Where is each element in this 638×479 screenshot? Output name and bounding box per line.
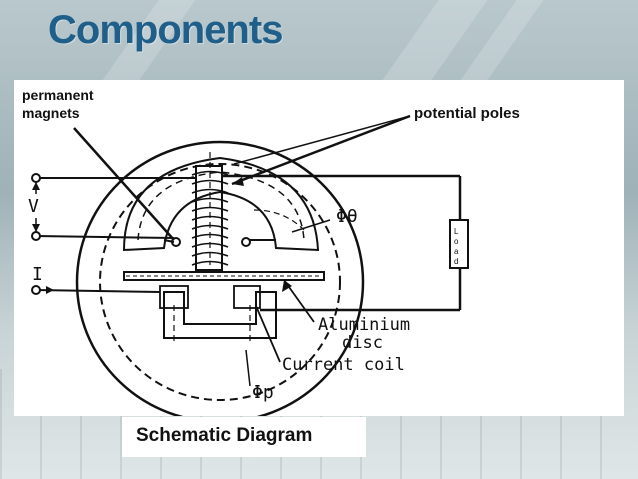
label-disc: disc bbox=[342, 333, 383, 353]
label-aluminium: Aluminium bbox=[318, 315, 410, 335]
label-current: I bbox=[32, 264, 43, 285]
pointer-potential-poles bbox=[231, 114, 411, 186]
outer-frame-circle bbox=[75, 140, 365, 416]
caption-background bbox=[122, 417, 366, 457]
left-magnet-pole bbox=[171, 237, 181, 247]
load-letter-o: o bbox=[454, 237, 459, 246]
load-letter-d: d bbox=[454, 257, 458, 266]
lower-core bbox=[163, 291, 277, 339]
load-letter-a: a bbox=[454, 247, 459, 256]
load-resistor bbox=[449, 219, 469, 269]
label-phi-theta: Φθ bbox=[336, 206, 358, 227]
current-coil-right bbox=[233, 285, 261, 309]
label-voltage: V bbox=[28, 196, 39, 217]
label-current-coil: Current coil bbox=[282, 355, 405, 375]
label-potential-poles: potential poles bbox=[414, 105, 520, 122]
diagram-panel: permanent magnets potential poles V I Φθ… bbox=[14, 80, 624, 416]
label-permanent: permanent bbox=[22, 87, 94, 103]
diagram-caption: Schematic Diagram bbox=[136, 425, 313, 446]
voltage-wire-bottom bbox=[35, 235, 175, 239]
label-magnets: magnets bbox=[22, 105, 80, 121]
inner-frame-circle bbox=[99, 163, 341, 401]
current-wire bbox=[35, 289, 161, 293]
load-letter-l: L bbox=[454, 227, 459, 236]
label-phi-p: Φp bbox=[252, 382, 274, 403]
pointer-current-coil bbox=[255, 305, 281, 363]
pointer-permanent-magnets bbox=[73, 127, 175, 241]
right-magnet-pole bbox=[241, 237, 251, 247]
energy-meter-schematic: permanent magnets potential poles V I Φθ… bbox=[22, 87, 520, 416]
aluminium-disc bbox=[123, 271, 325, 281]
slide-title: Components bbox=[48, 8, 283, 52]
pointer-phi-p bbox=[245, 349, 251, 387]
